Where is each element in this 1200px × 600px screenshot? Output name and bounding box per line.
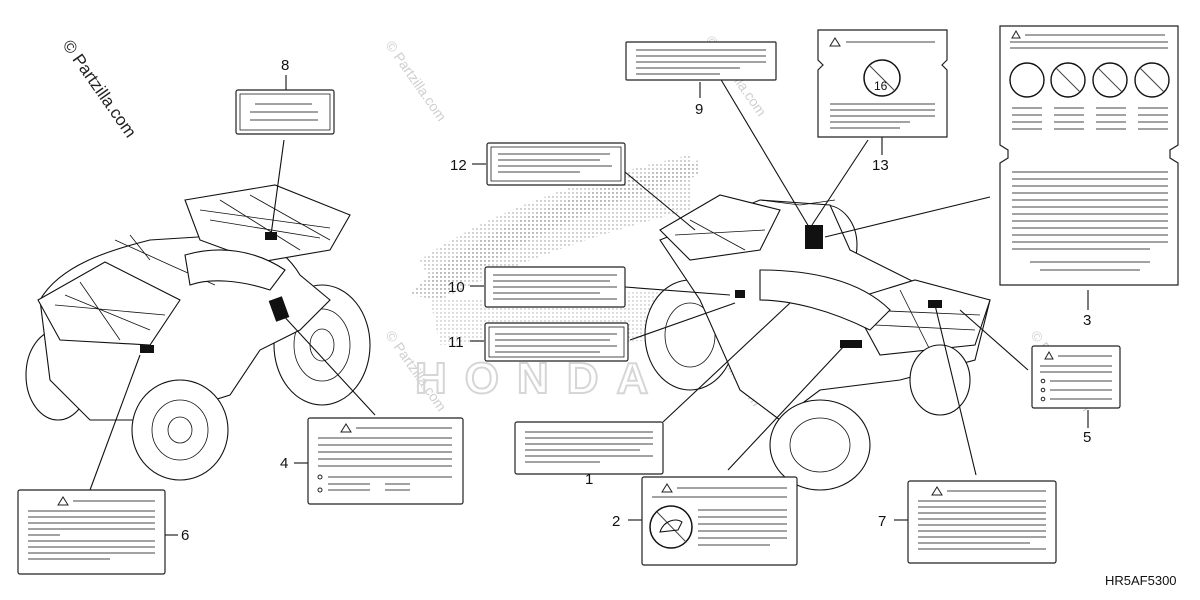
callout-numbers: 1 2 3 4 5 6 7 8 9 10 11 12 13 [181,57,1091,544]
age-16-icon: 16 [874,79,888,93]
atv-right-illustration [644,194,991,491]
callout-13: 13 [872,157,889,174]
label-6 [17,489,166,575]
label-2 [641,476,798,566]
label-5 [1031,345,1121,409]
callout-1: 1 [585,471,593,488]
copyright-watermark: © Partzilla.com [59,36,140,141]
label-13: 16 [817,29,948,138]
diagram-code: HR5AF5300 [1105,573,1177,588]
label-7 [907,480,1057,564]
callout-3: 3 [1083,312,1091,329]
label-9 [625,41,777,81]
label-1 [514,421,664,475]
callout-2: 2 [612,513,620,530]
callout-12: 12 [450,157,467,174]
callout-11: 11 [448,334,464,351]
label-4 [307,417,464,505]
callout-6: 6 [181,527,189,544]
label-10 [484,266,626,308]
no-passenger-icon [659,519,683,533]
leader-lines [89,75,1089,536]
callout-4: 4 [280,455,288,472]
svg-text:© Partzilla.com: © Partzilla.com [383,38,450,124]
callout-9: 9 [695,101,703,118]
label-12 [486,142,626,186]
label-8 [235,89,335,135]
label-11 [484,322,629,362]
atv-left-illustration [25,184,371,481]
callout-10: 10 [448,279,465,296]
callout-7: 7 [878,513,886,530]
callout-8: 8 [281,57,289,74]
label-3 [999,25,1179,286]
callout-5: 5 [1083,429,1091,446]
